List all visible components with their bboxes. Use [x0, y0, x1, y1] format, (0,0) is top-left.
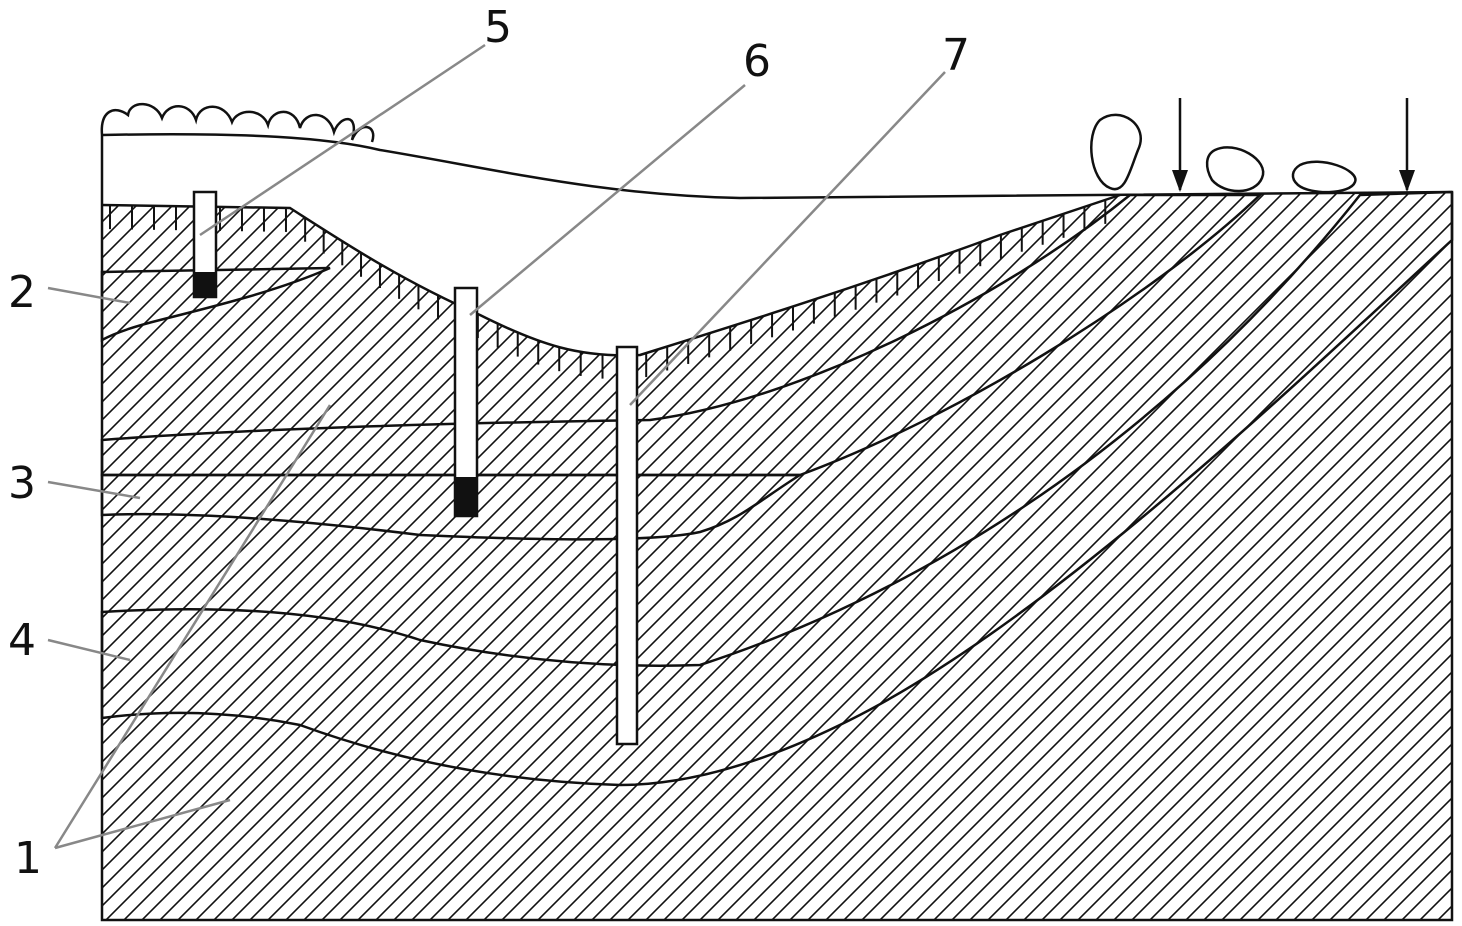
layer-3-aquifer	[100, 473, 805, 541]
unsaturated-zone-boundary	[101, 193, 1121, 357]
leader-4	[47, 638, 131, 662]
well-7	[615, 345, 639, 746]
ground-surface	[101, 132, 1453, 200]
label-1: 1	[14, 833, 42, 884]
leader-7	[629, 71, 946, 406]
label-6: 6	[743, 36, 771, 87]
clay-base-layer	[102, 192, 1452, 920]
label-2: 2	[8, 267, 36, 318]
label-3: 3	[8, 458, 36, 509]
label-4: 4	[8, 615, 36, 666]
label-7: 7	[942, 30, 970, 81]
well-5	[192, 190, 218, 299]
section-frame	[100, 135, 1454, 922]
leader-5	[199, 43, 486, 237]
layer-3-gravel-band	[100, 193, 1264, 477]
label-5: 5	[484, 2, 512, 53]
boulder	[1205, 146, 1265, 193]
leader-1	[53, 404, 332, 850]
layer-4-pebble-band	[100, 190, 1454, 787]
boulder	[1090, 113, 1142, 191]
well-6	[453, 286, 479, 518]
infiltration-arrow	[1172, 98, 1188, 192]
layer-2-aquifer	[100, 266, 331, 343]
leader-3	[47, 480, 141, 500]
leader-2	[47, 286, 131, 305]
leader-6	[469, 84, 746, 316]
boulder	[1291, 160, 1357, 194]
cobbles	[100, 102, 375, 143]
infiltration-arrow	[1399, 98, 1415, 192]
